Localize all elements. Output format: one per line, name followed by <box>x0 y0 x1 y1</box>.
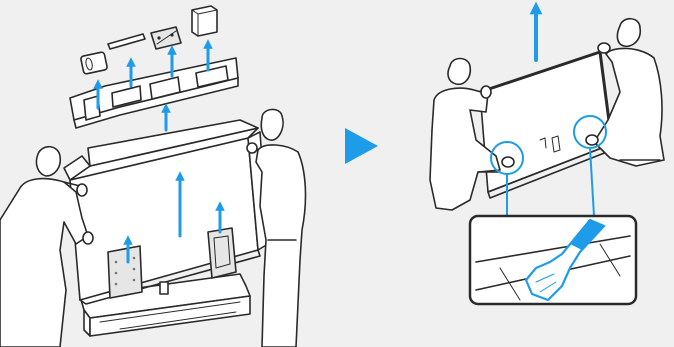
remote-battery-pack <box>80 51 108 75</box>
right-person-lifting <box>246 108 307 347</box>
play-triangle-icon <box>345 128 378 164</box>
step-unpack-panel <box>0 5 307 347</box>
step-lift-panel <box>429 1 665 306</box>
foam-bottom-base <box>79 273 251 337</box>
grip-highlights <box>490 115 607 217</box>
next-step-indicator <box>345 128 378 164</box>
accessory-small-box <box>191 5 218 37</box>
left-person-crouching <box>429 57 515 211</box>
right-person-crouching <box>585 17 665 167</box>
lift-accessories-arrows <box>93 39 213 132</box>
wall-bracket-plate <box>150 26 182 50</box>
foam-top-tray <box>69 57 239 129</box>
grip-detail-inset <box>468 214 638 306</box>
left-person-lifting <box>0 145 94 347</box>
accessories-group <box>80 5 218 75</box>
stand-bar-accessory <box>107 33 146 50</box>
lift-tv-arrows <box>123 171 225 264</box>
